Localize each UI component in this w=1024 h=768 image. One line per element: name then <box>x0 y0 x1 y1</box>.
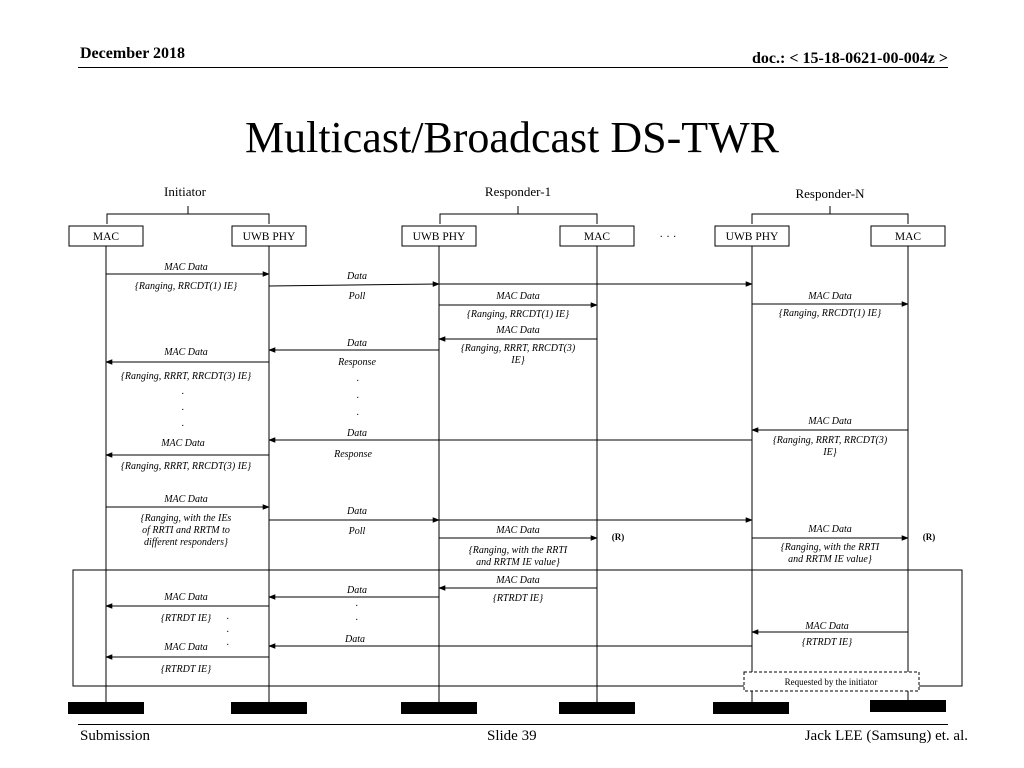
label-mac-data-6: MAC Data <box>163 642 208 653</box>
doc-id: < 15-18-0621-00-004z > <box>789 50 948 67</box>
svg-text:MAC: MAC <box>584 231 611 243</box>
footer-author: Jack LEE (Samsung) et. al. <box>804 728 968 744</box>
group-responder-1: Responder-1 <box>485 184 551 199</box>
label-ranging-rrcdt1-c: {Ranging, RRCDT(1) IE} <box>779 308 881 319</box>
lifelines <box>105 246 909 704</box>
responder-n-brace <box>751 206 909 224</box>
box-initiator-uwb-phy: UWB PHY <box>231 225 307 247</box>
svg-text:UWB PHY: UWB PHY <box>413 231 466 243</box>
label-ranging-rrti-a-line1: {Ranging, with the RRTI <box>469 545 568 556</box>
label-data-4: Data <box>346 506 367 517</box>
label-response-1: Response <box>337 357 376 368</box>
box-responder-1-mac: MAC <box>559 225 635 247</box>
doc-prefix: doc.: <box>752 50 786 67</box>
label-ranging-rrcdt1-a: {Ranging, RRCDT(1) IE} <box>135 281 237 292</box>
footer-submission: Submission <box>80 728 151 744</box>
dot: . <box>227 637 230 648</box>
label-mac-data-3: MAC Data <box>160 438 205 449</box>
label-data-3: Data <box>346 428 367 439</box>
group-initiator: Initiator <box>164 184 207 199</box>
label-ranging-rrrt-rrcdt3-c-line2: IE} <box>510 355 524 366</box>
dot: . <box>356 612 359 623</box>
group-responder-n: Responder-N <box>795 186 865 201</box>
svg-text:UWB PHY: UWB PHY <box>726 231 779 243</box>
slide-title: Multicast/Broadcast DS-TWR <box>244 113 779 162</box>
svg-text:MAC: MAC <box>93 231 120 243</box>
dot: . <box>227 611 230 622</box>
label-ranging-rrrt-rrcdt3-a: {Ranging, RRRT, RRCDT(3) IE} <box>121 371 251 382</box>
label-mac-data-rn-1: MAC Data <box>807 291 852 302</box>
label-rtrdt-d: {RTRDT IE} <box>802 637 852 648</box>
box-initiator-mac: MAC <box>68 225 144 247</box>
label-ranging-ies-line2: of RRTI and RRTM to <box>142 525 230 536</box>
label-poll-1: Poll <box>348 291 366 302</box>
box-responder-n-mac: MAC <box>870 225 946 247</box>
label-ranging-rrrt-rrcdt3-d-line2: IE} <box>822 447 836 458</box>
message-arrows <box>105 271 909 660</box>
label-poll-2: Poll <box>348 526 366 537</box>
dot: . <box>227 624 230 635</box>
label-data-5: Data <box>346 585 367 596</box>
footer-slide-number: Slide 39 <box>487 728 537 744</box>
dot: . <box>357 373 360 384</box>
label-mac-data-rn-3: MAC Data <box>807 524 852 535</box>
label-mac-data-5: MAC Data <box>163 592 208 603</box>
doc-number: doc.: < 15-18-0621-00-004z > <box>752 50 948 68</box>
requested-region <box>72 569 963 687</box>
label-r-responder-n: (R) <box>923 532 936 542</box>
label-data-6: Data <box>344 634 365 645</box>
box-responder-1-uwb-phy: UWB PHY <box>401 225 477 247</box>
initiator-brace <box>106 206 270 224</box>
label-data-1: Data <box>346 271 367 282</box>
header-rule <box>78 67 948 68</box>
label-mac-data-4: MAC Data <box>163 494 208 505</box>
requested-by-initiator-note: Requested by the initiator <box>743 671 920 692</box>
label-mac-data-r1-3: MAC Data <box>495 525 540 536</box>
label-rtrdt-c: {RTRDT IE} <box>493 593 543 604</box>
label-mac-data-rn-4: MAC Data <box>804 621 849 632</box>
label-ranging-rrti-b-line2: and RRTM IE value} <box>788 554 872 565</box>
label-ranging-rrti-b-line1: {Ranging, with the RRTI <box>781 542 880 553</box>
label-data-2: Data <box>346 338 367 349</box>
dot: . <box>357 407 360 418</box>
dot: . <box>356 598 359 609</box>
label-rtrdt-a: {RTRDT IE} <box>161 613 211 624</box>
entity-ellipsis: · · · <box>659 231 676 243</box>
label-mac-data-rn-2: MAC Data <box>807 416 852 427</box>
label-ranging-rrrt-rrcdt3-b: {Ranging, RRRT, RRCDT(3) IE} <box>121 461 251 472</box>
label-ranging-rrti-a-line2: and RRTM IE value} <box>476 557 560 568</box>
label-r-responder-1: (R) <box>612 532 625 542</box>
label-ranging-ies-line1: {Ranging, with the IEs <box>141 513 232 524</box>
header-date: December 2018 <box>80 45 185 62</box>
svg-text:Requested by the initiator: Requested by the initiator <box>785 677 878 687</box>
lifeline-end-bars <box>68 700 946 714</box>
footer-rule <box>78 724 948 725</box>
label-mac-data-r1-4: MAC Data <box>495 575 540 586</box>
responder-1-brace <box>439 206 598 224</box>
svg-text:UWB PHY: UWB PHY <box>243 231 296 243</box>
label-mac-data-1: MAC Data <box>163 262 208 273</box>
label-ranging-ies-line3: different responders} <box>144 537 228 548</box>
dot: . <box>182 402 185 413</box>
label-ranging-rrrt-rrcdt3-c-line1: {Ranging, RRRT, RRCDT(3) <box>461 343 576 354</box>
dot: . <box>182 418 185 429</box>
label-mac-data-r1-2: MAC Data <box>495 325 540 336</box>
label-response-2: Response <box>333 449 372 460</box>
label-mac-data-r1-1: MAC Data <box>495 291 540 302</box>
label-rtrdt-b: {RTRDT IE} <box>161 664 211 675</box>
box-responder-n-uwb-phy: UWB PHY <box>714 225 790 247</box>
svg-text:MAC: MAC <box>895 231 922 243</box>
dot: . <box>357 390 360 401</box>
label-ranging-rrrt-rrcdt3-d-line1: {Ranging, RRRT, RRCDT(3) <box>773 435 888 446</box>
dot: . <box>182 386 185 397</box>
label-ranging-rrcdt1-b: {Ranging, RRCDT(1) IE} <box>467 309 569 320</box>
label-mac-data-2: MAC Data <box>163 347 208 358</box>
